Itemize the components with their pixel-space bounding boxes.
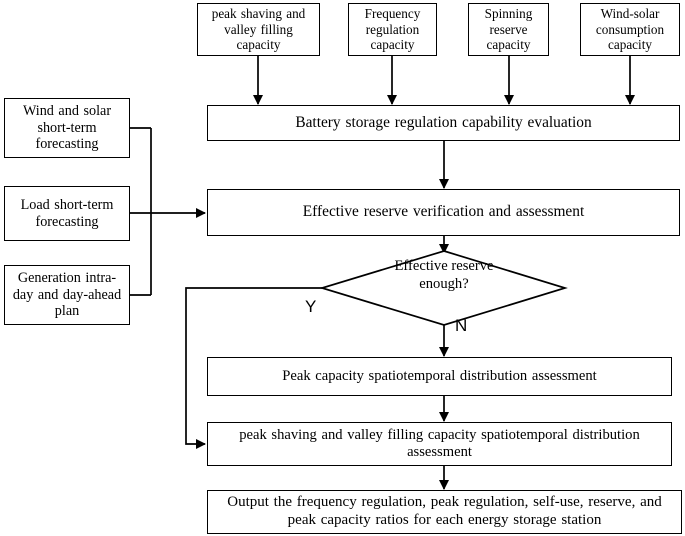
branch-label-yes: Y: [305, 297, 316, 317]
process-label-battery-storage-evaluation: Battery storage regulation capability ev…: [295, 113, 592, 131]
input-box-load-forecasting[interactable]: Load short-term forecasting: [4, 186, 130, 241]
input-box-frequency-regulation-capacity[interactable]: Frequency regulation capacity: [348, 3, 437, 56]
output-label-ratios: Output the frequency regulation, peak re…: [227, 494, 662, 528]
process-box-peak-capacity-distribution[interactable]: Peak capacity spatiotemporal distributio…: [207, 357, 672, 396]
input-box-wind-solar-forecasting[interactable]: Wind and solar short-term forecasting: [4, 98, 130, 158]
decision-text: Effective reserve enough?: [394, 258, 494, 292]
process-label-peak-capacity-distribution: Peak capacity spatiotemporal distributio…: [282, 367, 597, 384]
process-label-peak-shaving-distribution: peak shaving and valley filling capacity…: [239, 426, 640, 460]
input-box-wind-solar-consumption-capacity[interactable]: Wind-solar consumption capacity: [580, 3, 680, 56]
process-box-peak-shaving-distribution[interactable]: peak shaving and valley filling capacity…: [207, 422, 672, 466]
input-label-wind-solar-consumption-capacity: Wind-solar consumption capacity: [595, 6, 665, 53]
input-label-load-forecasting: Load short-term forecasting: [20, 196, 114, 230]
branch-yes-text: Y: [305, 297, 317, 316]
process-label-effective-reserve-verification: Effective reserve verification and asses…: [302, 203, 585, 221]
input-label-spinning-reserve-capacity: Spinning reserve capacity: [484, 6, 533, 53]
input-box-spinning-reserve-capacity[interactable]: Spinning reserve capacity: [468, 3, 549, 56]
input-box-generation-plan[interactable]: Generation intra-day and day-ahead plan: [4, 265, 130, 325]
input-label-generation-plan: Generation intra-day and day-ahead plan: [12, 270, 122, 320]
input-label-peak-shaving-capacity: peak shaving and valley filling capacity: [211, 6, 306, 53]
input-label-frequency-regulation-capacity: Frequency regulation capacity: [364, 6, 421, 53]
process-box-battery-storage-evaluation[interactable]: Battery storage regulation capability ev…: [207, 105, 680, 141]
input-label-wind-solar-forecasting: Wind and solar short-term forecasting: [22, 103, 112, 153]
branch-no-text: N: [455, 316, 468, 335]
process-box-effective-reserve-verification[interactable]: Effective reserve verification and asses…: [207, 189, 680, 236]
branch-label-no: N: [455, 316, 467, 336]
decision-label-effective-reserve-enough[interactable]: Effective reserve enough?: [384, 258, 504, 293]
input-box-peak-shaving-capacity[interactable]: peak shaving and valley filling capacity: [197, 3, 320, 56]
output-box-ratios[interactable]: Output the frequency regulation, peak re…: [207, 490, 682, 534]
